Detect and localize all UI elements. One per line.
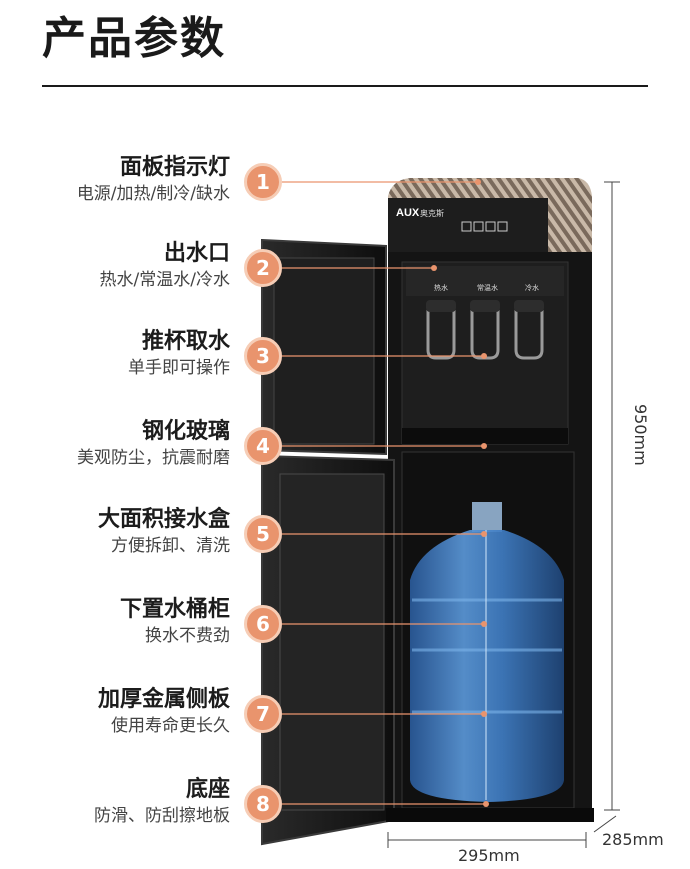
leader-dot bbox=[483, 801, 489, 807]
feature-number-badge: 7 bbox=[244, 695, 282, 733]
feature-description: 单手即可操作 bbox=[128, 358, 230, 378]
base-tray bbox=[386, 808, 594, 822]
outlet-label-cold: 冷水 bbox=[525, 283, 539, 292]
title-divider bbox=[42, 85, 648, 87]
feature-item: 底座防滑、防刮擦地板 bbox=[0, 776, 230, 828]
feature-name: 底座 bbox=[185, 777, 230, 802]
feature-name: 加厚金属侧板 bbox=[97, 687, 230, 712]
feature-name: 面板指示灯 bbox=[119, 155, 230, 180]
leader-dot bbox=[431, 265, 437, 271]
feature-number-badge: 3 bbox=[244, 337, 282, 375]
outlet-label-hot: 热水 bbox=[434, 283, 448, 292]
depth-dimension: 285mm bbox=[602, 830, 664, 849]
leader-dot bbox=[481, 531, 487, 537]
feature-item: 大面积接水盒方便拆卸、清洗 bbox=[0, 506, 230, 558]
feature-name: 出水口 bbox=[163, 241, 230, 266]
feature-item: 面板指示灯电源/加热/制冷/缺水 bbox=[0, 154, 230, 206]
leader-dot bbox=[481, 621, 487, 627]
feature-description: 电源/加热/制冷/缺水 bbox=[76, 184, 230, 204]
leader-dot bbox=[481, 711, 487, 717]
height-dimension: 950mm bbox=[631, 404, 650, 466]
feature-number-badge: 6 bbox=[244, 605, 282, 643]
feature-item: 加厚金属侧板使用寿命更长久 bbox=[0, 686, 230, 738]
feature-description: 热水/常温水/冷水 bbox=[99, 270, 230, 290]
feature-description: 美观防尘，抗震耐磨 bbox=[77, 448, 230, 468]
feature-description: 方便拆卸、清洗 bbox=[111, 536, 230, 556]
feature-number-badge: 2 bbox=[244, 249, 282, 287]
leader-dot bbox=[481, 443, 487, 449]
outlet-label-normal: 常温水 bbox=[477, 283, 498, 292]
brand-logo: AUX bbox=[396, 207, 420, 219]
feature-name: 推杯取水 bbox=[141, 329, 230, 354]
control-panel bbox=[388, 198, 548, 252]
indicator-lights bbox=[461, 221, 508, 232]
feature-item: 出水口热水/常温水/冷水 bbox=[0, 240, 230, 292]
feature-description: 换水不费劲 bbox=[145, 626, 230, 646]
leader-dot bbox=[475, 179, 481, 185]
width-dimension: 295mm bbox=[458, 846, 520, 865]
feature-number-badge: 1 bbox=[244, 163, 282, 201]
water-bottle bbox=[410, 502, 564, 802]
feature-description: 防滑、防刮擦地板 bbox=[94, 806, 230, 826]
feature-number-badge: 4 bbox=[244, 427, 282, 465]
feature-name: 大面积接水盒 bbox=[97, 507, 230, 532]
feature-name: 下置水桶柜 bbox=[119, 597, 230, 622]
feature-description: 使用寿命更长久 bbox=[111, 716, 230, 736]
feature-item: 下置水桶柜换水不费劲 bbox=[0, 596, 230, 648]
feature-number-badge: 5 bbox=[244, 515, 282, 553]
dimension-lines bbox=[387, 181, 620, 848]
page-title: 产品参数 bbox=[42, 13, 226, 64]
feature-number-badge: 8 bbox=[244, 785, 282, 823]
feature-item: 推杯取水单手即可操作 bbox=[0, 328, 230, 380]
feature-name: 钢化玻璃 bbox=[141, 419, 230, 444]
feature-item: 钢化玻璃美观防尘，抗震耐磨 bbox=[0, 418, 230, 470]
brand-logo-cn: 奥克斯 bbox=[420, 208, 444, 218]
leader-dot bbox=[481, 353, 487, 359]
